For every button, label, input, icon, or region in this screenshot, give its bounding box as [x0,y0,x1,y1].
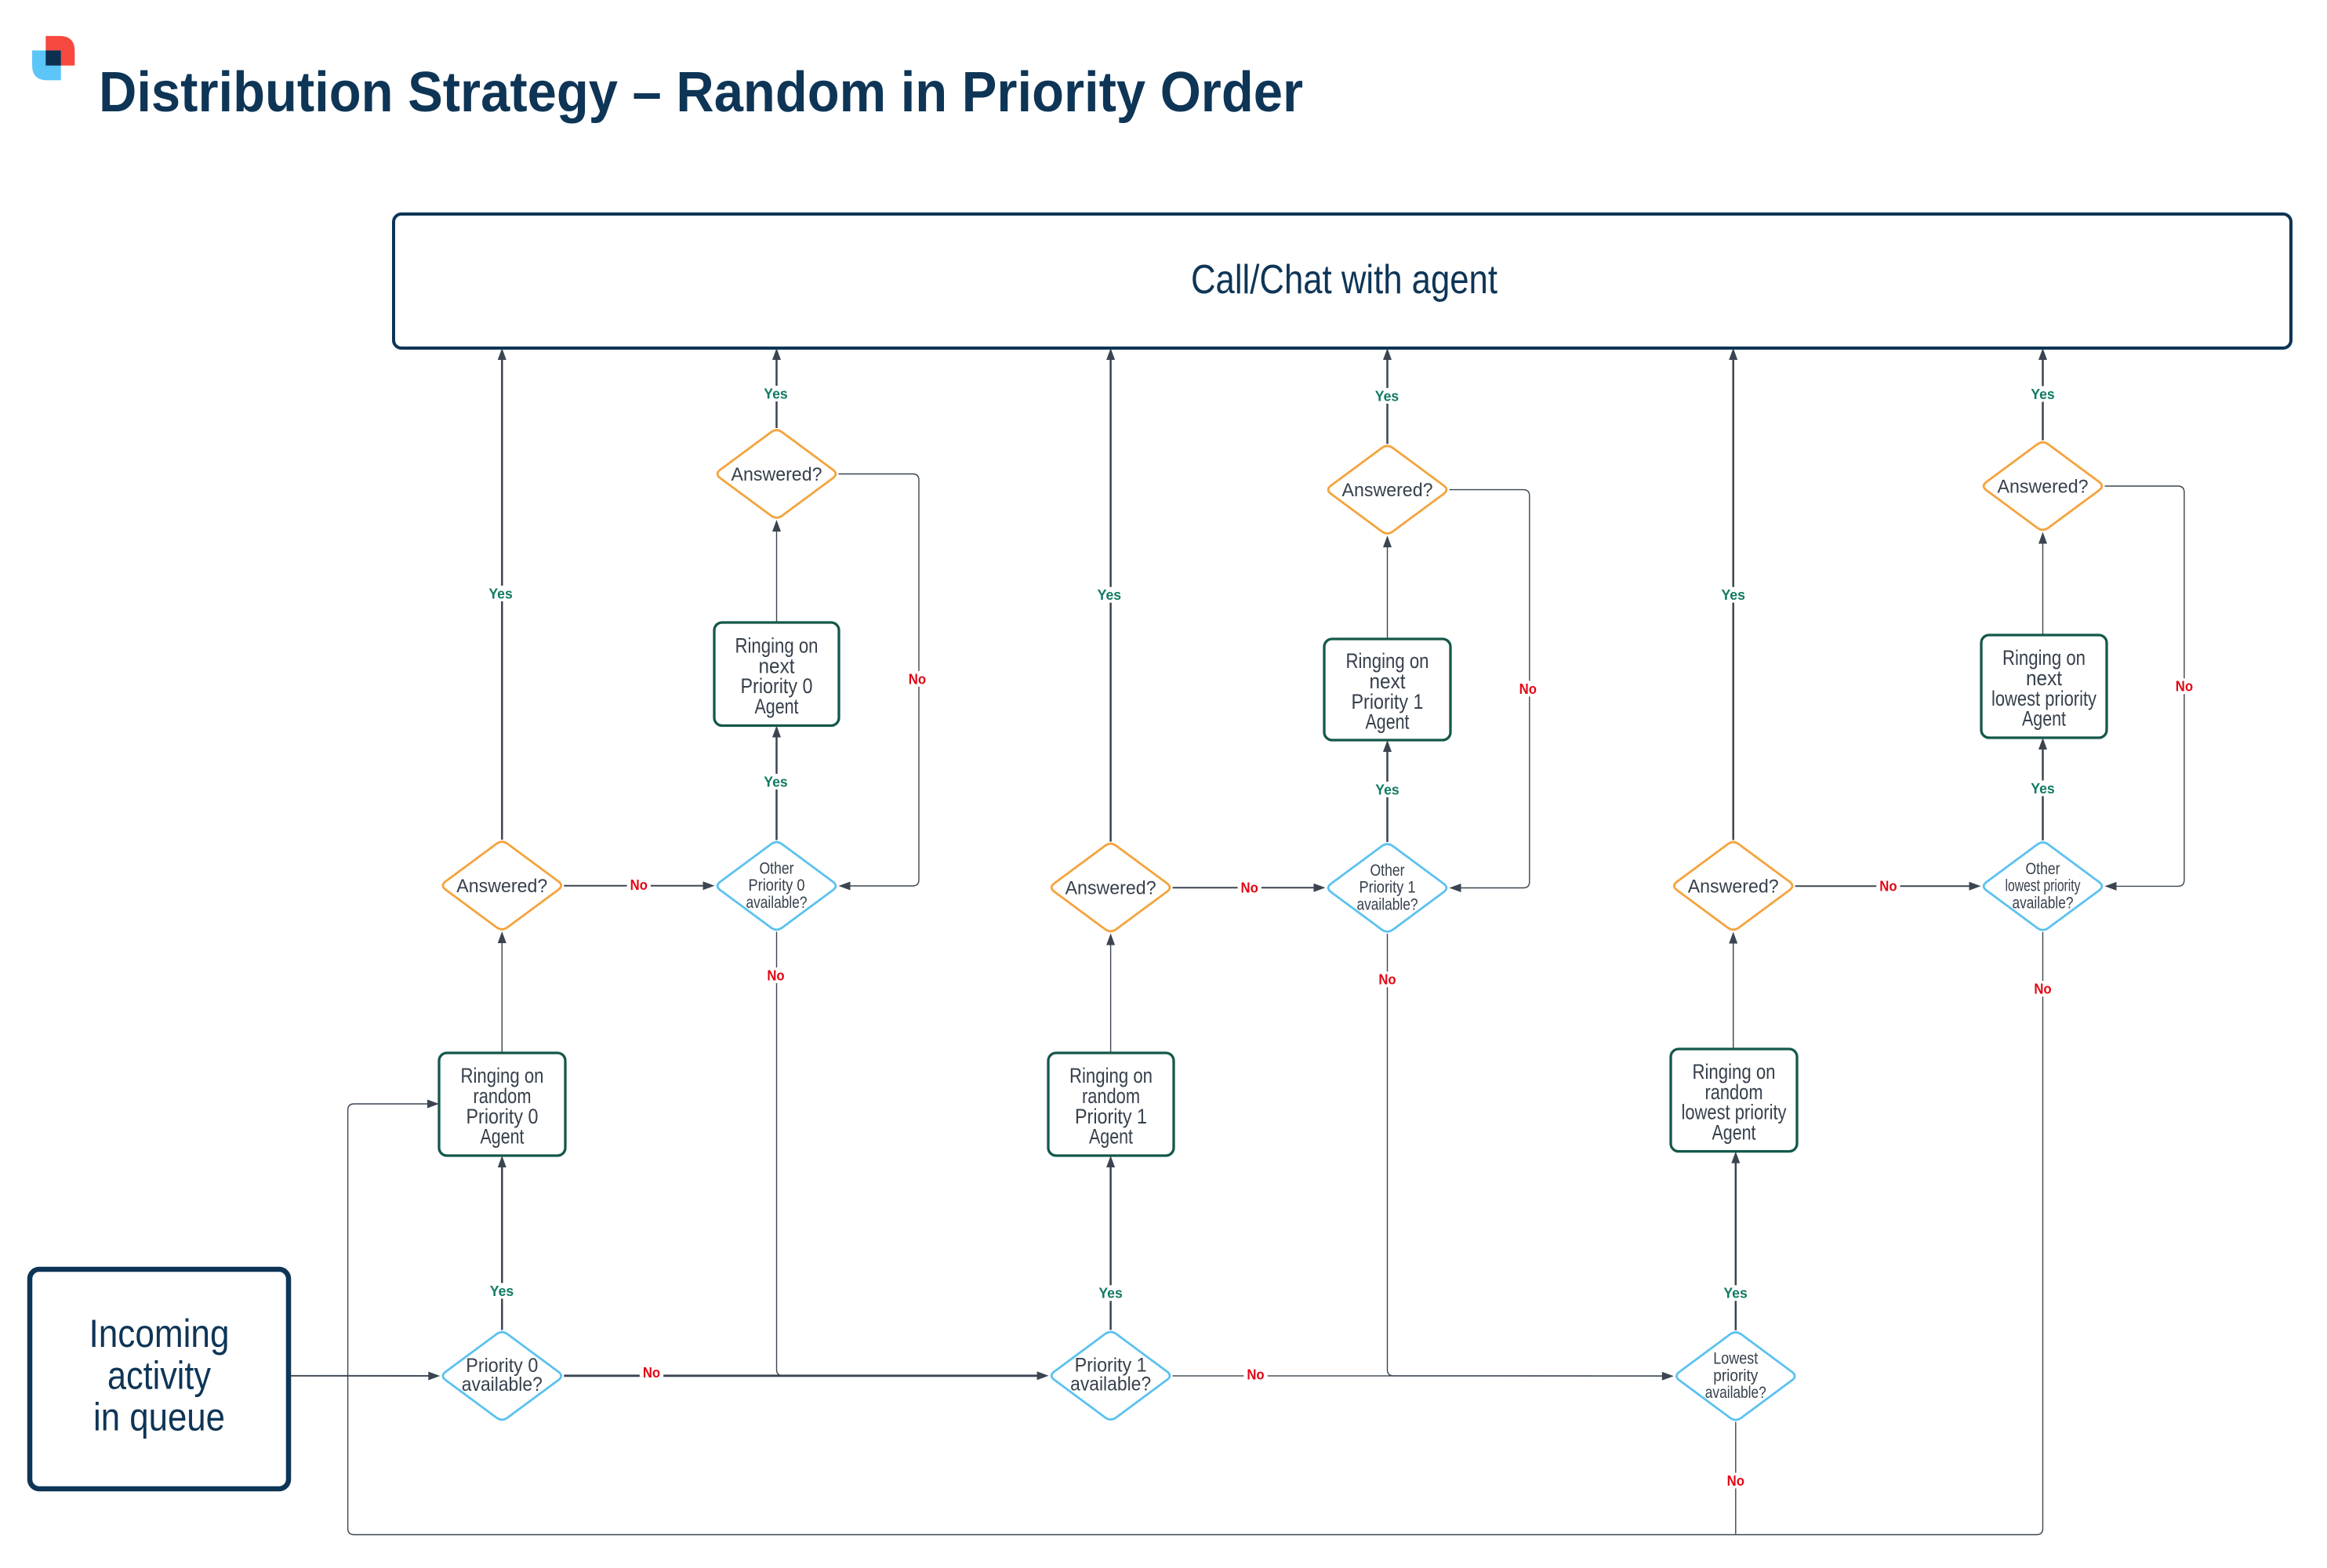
svg-text:Ringing on: Ringing on [2002,646,2086,670]
svg-text:Agent: Agent [1366,710,1410,734]
svg-text:Incoming: Incoming [89,1312,230,1356]
svg-text:Answered?: Answered? [1688,877,1779,898]
svg-text:Yes: Yes [2031,387,2055,402]
svg-text:No: No [2176,679,2193,695]
svg-text:No: No [2034,982,2051,997]
svg-text:No: No [643,1365,660,1381]
svg-text:No: No [1879,878,1897,894]
svg-text:Agent: Agent [755,695,800,718]
svg-text:lowest priority: lowest priority [1682,1101,1788,1124]
svg-text:Other: Other [1370,862,1405,880]
svg-text:Ringing on: Ringing on [1069,1064,1153,1087]
svg-text:Answered?: Answered? [731,464,822,485]
svg-text:Priority 1: Priority 1 [1360,879,1416,897]
svg-text:Agent: Agent [481,1125,525,1149]
svg-text:available?: available? [1070,1374,1151,1396]
svg-text:Priority 1: Priority 1 [1075,1105,1147,1128]
svg-text:Yes: Yes [1723,1286,1748,1301]
svg-text:Agent: Agent [1712,1120,1757,1144]
svg-text:available?: available? [462,1374,543,1396]
svg-text:No: No [1247,1367,1264,1383]
svg-text:Call/Chat with agent: Call/Chat with agent [1191,257,1497,303]
svg-text:No: No [767,967,784,983]
svg-text:available?: available? [1357,896,1418,914]
svg-text:Priority 1: Priority 1 [1352,690,1424,713]
svg-text:Yes: Yes [764,386,788,401]
svg-text:Ringing on: Ringing on [735,633,819,657]
svg-text:next: next [1370,670,1407,693]
svg-text:Yes: Yes [488,586,513,601]
svg-text:No: No [1378,972,1396,988]
svg-text:random: random [1705,1080,1763,1104]
svg-text:available?: available? [2013,894,2074,912]
svg-text:Yes: Yes [764,774,788,789]
svg-text:No: No [1727,1473,1744,1489]
svg-text:Yes: Yes [1375,388,1399,404]
svg-text:random: random [1082,1084,1140,1108]
svg-text:No: No [909,671,926,687]
svg-text:Priority 0: Priority 0 [741,674,813,698]
svg-text:Answered?: Answered? [1342,480,1433,501]
svg-text:available?: available? [746,894,808,912]
svg-text:Agent: Agent [2022,707,2067,731]
svg-text:Lowest: Lowest [1713,1350,1758,1368]
svg-text:Answered?: Answered? [1065,878,1156,899]
svg-text:Yes: Yes [1721,587,1745,603]
svg-text:random: random [474,1084,532,1108]
svg-text:in queue: in queue [93,1396,225,1439]
svg-text:next: next [759,654,796,677]
svg-text:Yes: Yes [490,1283,514,1299]
svg-text:Distribution Strategy – Random: Distribution Strategy – Random in Priori… [99,61,1303,124]
svg-text:activity: activity [107,1353,211,1397]
svg-text:Yes: Yes [1098,587,1122,603]
svg-text:No: No [1519,681,1537,697]
svg-text:Answered?: Answered? [456,876,547,897]
svg-text:Other: Other [760,859,794,877]
svg-text:No: No [1241,880,1258,895]
svg-text:available?: available? [1705,1384,1766,1402]
svg-text:priority: priority [1713,1367,1758,1385]
svg-text:Answered?: Answered? [1998,477,2089,498]
svg-text:next: next [2026,666,2063,690]
svg-text:Yes: Yes [1098,1286,1123,1301]
svg-text:Ringing on: Ringing on [461,1064,544,1087]
svg-text:lowest priority: lowest priority [2006,877,2081,895]
svg-text:Other: Other [2026,860,2060,878]
svg-text:lowest priority: lowest priority [1991,687,2097,710]
svg-text:Priority 0: Priority 0 [749,877,805,895]
svg-text:Ringing on: Ringing on [1346,649,1429,673]
svg-text:No: No [630,877,648,893]
svg-text:Ringing on: Ringing on [1693,1060,1776,1083]
svg-text:Priority 1: Priority 1 [1075,1355,1147,1377]
svg-text:Yes: Yes [1375,782,1399,797]
svg-text:Agent: Agent [1089,1125,1134,1149]
svg-text:Priority 0: Priority 0 [466,1355,538,1377]
svg-text:Priority 0: Priority 0 [466,1105,539,1128]
svg-text:Yes: Yes [2031,781,2055,797]
